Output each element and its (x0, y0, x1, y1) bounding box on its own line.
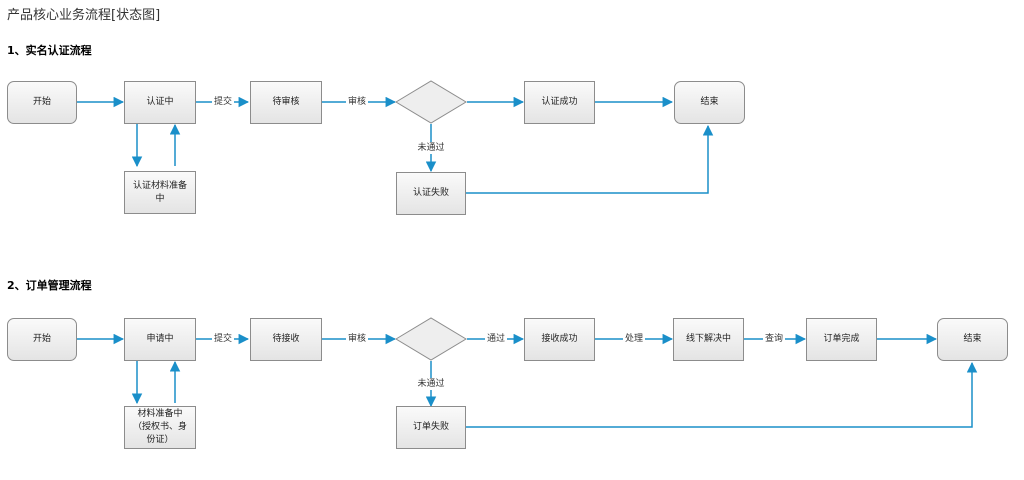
edge-failed-to-end (466, 124, 714, 194)
edge2-label-rejected: 未通过 (415, 378, 447, 390)
edge2-label-handle: 处理 (622, 333, 646, 345)
node-pending-review: 待审核 (250, 81, 322, 124)
edge-label-review: 审核 (345, 96, 369, 108)
node2-failed: 订单失败 (396, 406, 466, 449)
node-start: 开始 (7, 81, 77, 124)
node-materials: 认证材料准备中 (124, 171, 196, 214)
node2-end: 结束 (937, 318, 1008, 361)
node2-start: 开始 (7, 318, 77, 361)
decision-diamond-review (395, 80, 467, 124)
node2-pending-receive: 待接收 (250, 318, 322, 361)
node2-materials: 材料准备中（授权书、身份证） (124, 406, 196, 449)
node-failed: 认证失败 (396, 172, 466, 215)
edge2-label-submit: 提交 (211, 333, 235, 345)
section-heading-flow2: 2、订单管理流程 (7, 279, 92, 292)
edge2-label-passed: 通过 (484, 333, 508, 345)
edge-label-rejected: 未通过 (415, 142, 447, 154)
node2-offline-solving: 线下解决中 (673, 318, 744, 361)
page-title: 产品核心业务流程[状态图] (7, 8, 161, 23)
section-heading-flow1: 1、实名认证流程 (7, 44, 92, 57)
node2-applying: 申请中 (124, 318, 196, 361)
node2-order-done: 订单完成 (806, 318, 877, 361)
node-success: 认证成功 (524, 81, 595, 124)
node-certifying: 认证中 (124, 81, 196, 124)
edge2-label-review: 审核 (345, 333, 369, 345)
decision-diamond-review-2 (395, 317, 467, 361)
edge2-label-query: 查询 (762, 333, 786, 345)
edge-label-submit: 提交 (211, 96, 235, 108)
node-end: 结束 (674, 81, 745, 124)
edge2-failed-to-end (466, 361, 978, 428)
node2-received: 接收成功 (524, 318, 595, 361)
